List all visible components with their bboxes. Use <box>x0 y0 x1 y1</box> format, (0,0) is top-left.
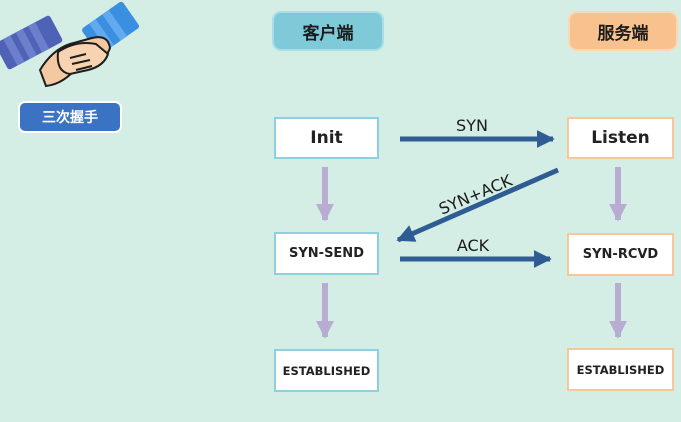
client-state-syn-send: SYN-SEND <box>274 232 379 275</box>
handshake-icon <box>0 1 140 88</box>
server-state-established: ESTABLISHED <box>567 348 674 391</box>
server-header: 服务端 <box>568 11 678 51</box>
client-state-init: Init <box>274 117 379 159</box>
ack-label: ACK <box>457 236 490 255</box>
server-state-listen: Listen <box>567 117 674 159</box>
synack-arrow <box>396 167 560 243</box>
server-state-syn-rcvd: SYN-RCVD <box>567 233 674 276</box>
client-header: 客户端 <box>272 11 384 51</box>
client-state-established: ESTABLISHED <box>274 349 379 392</box>
topic-badge: 三次握手 <box>18 101 122 133</box>
syn-label: SYN <box>456 116 488 135</box>
